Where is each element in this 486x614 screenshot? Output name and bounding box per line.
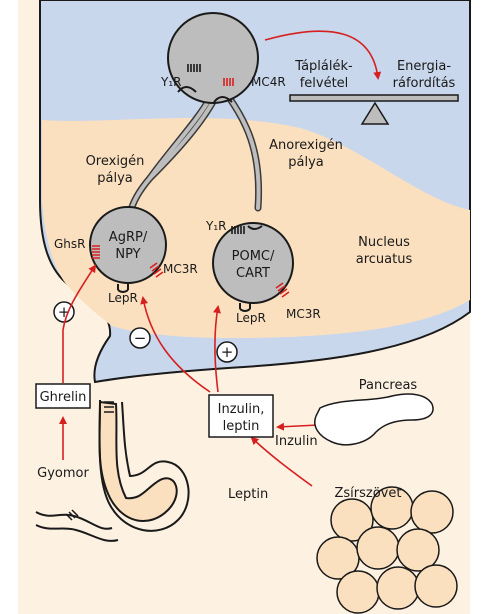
energy-expenditure-label-2: ráfordítás <box>393 76 456 91</box>
y1r-receptor-pomc <box>231 225 263 234</box>
agrp-label: AgRP/ <box>109 230 148 245</box>
pomc-cart-neuron <box>212 222 294 304</box>
y1r-label-top: Y₁R <box>160 75 181 89</box>
food-intake-label-2: felvétel <box>300 76 349 91</box>
mc3r-label-pomc: MC3R <box>286 307 321 321</box>
anorexigenic-pathway-label-2: pálya <box>288 155 324 170</box>
neuron-processes-fill <box>128 90 261 216</box>
y1r-receptor-top <box>177 64 201 93</box>
nucleus-label-2: arcuatus <box>356 252 413 267</box>
lepr-receptor-pomc <box>239 303 251 312</box>
ghrelin-box <box>35 383 91 409</box>
nucleus-label-1: Nucleus <box>358 235 410 250</box>
anorexigenic-pathway-label-1: Anorexigén <box>269 138 343 153</box>
y1r-label-pomc: Y₁R <box>205 219 226 233</box>
insulin-leptin-box-label-1: Inzulin, <box>218 402 265 417</box>
pancreas-illustration <box>314 393 434 446</box>
minus-sign-text: − <box>134 329 147 347</box>
second-order-neuron <box>167 12 259 104</box>
lepr-label-agrp: LepR <box>108 291 138 305</box>
balance-beam <box>289 94 459 102</box>
orexigenic-pathway-label-2: pálya <box>97 171 133 186</box>
npy-label: NPY <box>115 247 140 262</box>
plus-sign-pomc-text: + <box>221 343 234 361</box>
plus-sign-pomc <box>216 341 238 363</box>
insulin-leptin-box <box>208 394 274 438</box>
insulin-arrow-label: Inzulin <box>275 434 318 449</box>
receptors <box>92 64 290 312</box>
stomach-label: Gyomor <box>37 466 89 481</box>
cart-label: CART <box>236 266 270 281</box>
food-intake-label-1: Táplálék- <box>294 59 353 74</box>
pomc-label: POMC/ <box>232 249 275 264</box>
balance-fulcrum <box>360 101 390 125</box>
stomach-illustration <box>35 399 190 542</box>
agrp-npy-neuron <box>89 206 167 284</box>
signal-arrows <box>59 264 319 487</box>
ghsr-receptor <box>92 245 100 259</box>
pancreas-label: Pancreas <box>359 378 418 393</box>
energy-expenditure-label-1: Energia- <box>397 59 451 74</box>
ghrelin-box-label: Ghrelin <box>40 390 87 405</box>
mc3r-label-agrp: MC3R <box>163 262 198 276</box>
lepr-receptor-agrp <box>117 284 129 293</box>
orexigenic-pathway-label-1: Orexigén <box>86 154 145 169</box>
leptin-arrow-label: Leptin <box>228 487 268 502</box>
fat-tissue-label: Zsírszövet <box>335 486 402 501</box>
minus-sign <box>129 327 151 349</box>
mc3r-receptor-agrp <box>149 262 164 278</box>
ghsr-label: GhsR <box>54 237 86 251</box>
mc4r-label: MC4R <box>251 75 286 89</box>
insulin-leptin-box-label-2: leptin <box>223 419 260 434</box>
mc3r-receptor-pomc <box>275 282 290 298</box>
lepr-label-pomc: LepR <box>236 311 266 325</box>
fat-tissue-illustration <box>316 486 458 614</box>
mc4r-receptor-top <box>213 78 234 103</box>
feedback-arrow <box>264 30 382 80</box>
